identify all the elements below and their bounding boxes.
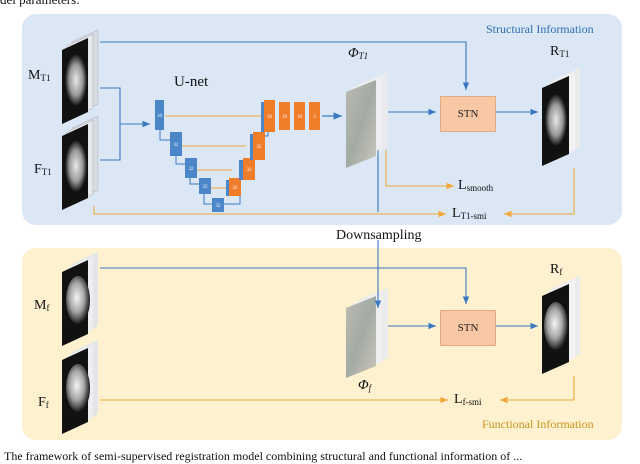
structural-panel xyxy=(22,14,622,225)
functional-title: Functional Information xyxy=(482,417,594,431)
downsampling-label: Downsampling xyxy=(336,228,422,243)
unet-block-label: 32 xyxy=(247,168,253,173)
functional-flow-lines xyxy=(100,267,538,330)
unet-block-label: 16 xyxy=(297,115,303,120)
label-l-smooth: Lsmooth xyxy=(458,178,494,193)
structural-title: Structural Information xyxy=(486,22,594,36)
r-f-image-stack xyxy=(542,276,580,374)
structural-flow-lines xyxy=(100,41,538,308)
stn-box-functional: STN xyxy=(440,310,496,346)
label-r-f: Rf xyxy=(550,262,563,277)
unet-block-label: 3 xyxy=(313,115,316,120)
label-f-t1: FT1 xyxy=(34,162,52,177)
phi-f-field xyxy=(346,288,388,378)
unet-block-label: 32 xyxy=(233,186,239,191)
label-f-f: Ff xyxy=(38,395,49,410)
unet-block-label: 32 xyxy=(174,143,180,148)
unet-block-label: 32 xyxy=(257,145,263,150)
phi-t1-field xyxy=(346,72,388,168)
unet-block-label: 32 xyxy=(189,167,195,172)
caption-fragment-top: del parameters: xyxy=(0,0,80,8)
unet-encoder-blocks xyxy=(155,100,224,212)
m-f-image-stack xyxy=(62,252,98,346)
unet-block xyxy=(185,158,197,178)
unet-block-label: 16 xyxy=(157,114,163,119)
label-phi-t1: ΦT1 xyxy=(348,46,369,61)
label-m-t1: MT1 xyxy=(28,68,51,83)
functional-panel xyxy=(22,248,622,440)
f-f-image-stack xyxy=(62,340,98,434)
unet-block xyxy=(212,198,224,212)
m-t1-image-stack xyxy=(62,29,99,124)
r-t1-image-stack xyxy=(542,68,580,166)
label-m-f: Mf xyxy=(34,298,50,313)
unet-block-labels: 16 32 32 32 32 32 32 32 16 16 16 3 xyxy=(157,114,316,209)
unet-decoder-blocks xyxy=(226,100,320,196)
stn-box-structural: STN xyxy=(440,96,496,132)
unet-block-label: 16 xyxy=(267,115,273,120)
label-l-f-smi: Lf-smi xyxy=(454,392,482,407)
label-r-t1: RT1 xyxy=(550,44,570,59)
unet-block-label: 32 xyxy=(203,185,209,190)
unet-title: U-net xyxy=(174,74,209,90)
label-phi-f: Φf xyxy=(358,378,372,393)
unet-block xyxy=(199,178,211,194)
unet-block xyxy=(170,132,182,156)
f-t1-image-stack xyxy=(62,115,99,210)
loss-lines xyxy=(93,150,575,404)
unet-block xyxy=(155,100,164,130)
caption-fragment-bottom: The framework of semi-supervised registr… xyxy=(4,449,523,463)
unet-skip-lines xyxy=(165,115,262,189)
unet-block-label: 32 xyxy=(216,204,222,209)
unet-block-label: 16 xyxy=(282,115,288,120)
label-l-t1-smi: LT1-smi xyxy=(452,206,487,221)
